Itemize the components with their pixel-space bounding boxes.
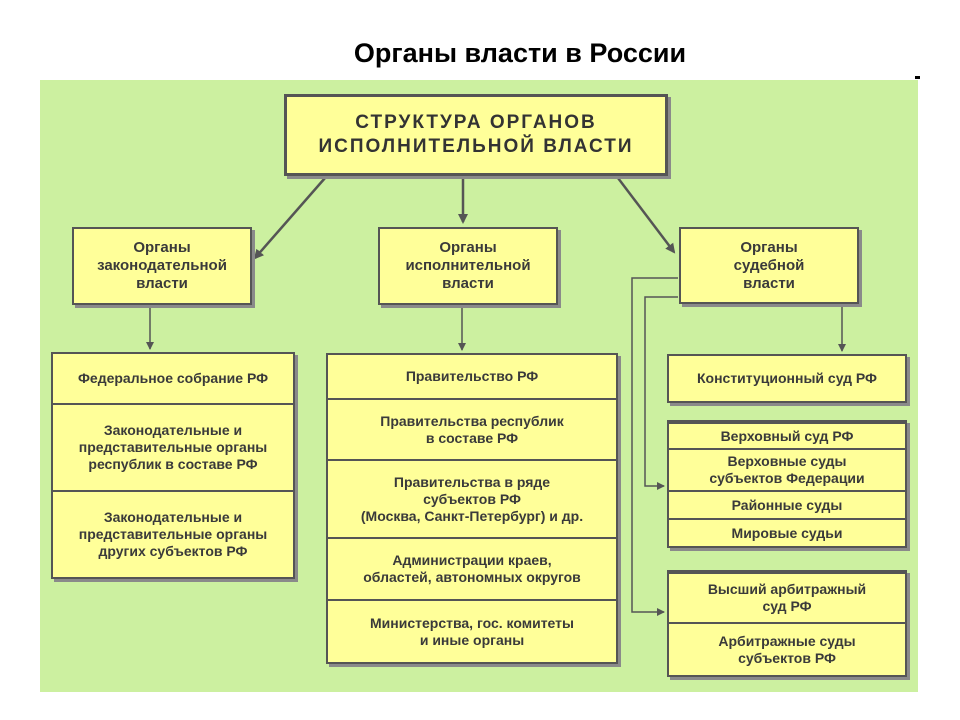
legislative-item: Законодательные и представительные орган…: [78, 509, 268, 559]
page-title: Органы власти в России: [353, 38, 687, 68]
arrow-to-legislative: [253, 177, 326, 260]
connector-to-general-courts: [644, 296, 678, 490]
general-courts-list: Верховный суд РФ Верховные суды субъекто…: [667, 420, 907, 548]
court-item: Арбитражные суды субъектов РФ: [718, 632, 856, 666]
court-item: Мировые судьи: [731, 524, 843, 541]
legislative-list: Федеральное собрание РФ Законодательные …: [51, 352, 295, 579]
legislative-item: Законодательные и представительные орган…: [53, 405, 293, 492]
executive-item: Министерства, гос. комитеты и иные орган…: [370, 614, 574, 648]
executive-item: Администрации краев, областей, автономны…: [328, 539, 616, 601]
executive-list: Правительство РФ Правительства республик…: [326, 353, 618, 664]
connector-to-arbitration-courts: [631, 277, 678, 616]
arbitration-courts-list: Высший арбитражный суд РФ Арбитражные су…: [667, 570, 907, 677]
executive-branch-box: Органы исполнительной власти: [378, 227, 558, 305]
court-item: Верховные суды субъектов Федерации: [669, 450, 905, 492]
executive-structure-box: СТРУКТУРА ОРГАНОВ ИСПОЛНИТЕЛЬНОЙ ВЛАСТИ: [284, 94, 668, 176]
executive-item: Правительство РФ: [328, 355, 616, 400]
constitutional-court-box: Конституционный суд РФ: [667, 354, 907, 403]
court-item: Районные суды: [669, 492, 905, 520]
legislative-item: Федеральное собрание РФ: [53, 354, 293, 405]
court-item: Верховный суд РФ: [669, 424, 905, 450]
executive-item: Правительства республик в составе РФ: [328, 400, 616, 461]
judicial-branch-box: Органы судебной власти: [679, 227, 859, 304]
arrow-to-judicial: [617, 177, 676, 254]
executive-item: Правительства в ряде субъектов РФ (Москв…: [328, 461, 616, 539]
court-item: Высший арбитражный суд РФ: [669, 574, 905, 624]
legislative-branch-box: Органы законодательной власти: [72, 227, 252, 305]
panel-corner-mark: [915, 76, 920, 79]
